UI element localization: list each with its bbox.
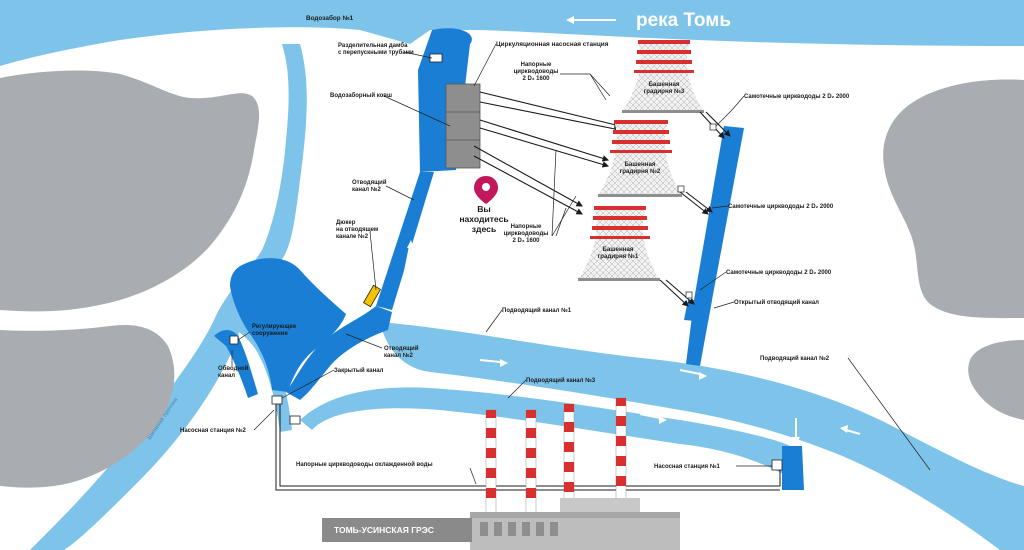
cooling-tower-2: Башенная градирня №2 — [598, 120, 682, 197]
label-culvert-1: Дюкер — [336, 220, 356, 226]
label-gravity2: Самотечные цирквододы 2 D₂ 2000 — [728, 204, 834, 210]
label-pump2: Насосная станция №2 — [180, 427, 247, 434]
culvert-structure — [362, 284, 382, 308]
label-pipes-mid-2: циркводоводы — [504, 231, 549, 237]
label-dam-1: Разделительная дамба — [338, 42, 408, 49]
supply-channel-3 — [300, 387, 790, 478]
tower-2-line2: градирня №2 — [620, 168, 661, 175]
label-regulator-2: сооружение — [252, 331, 288, 337]
label-outlet2-low-1: Отводящий — [384, 345, 419, 352]
label-dam-2: с перепускными трубами — [338, 49, 414, 56]
label-regulator-1: Регулирующее — [252, 324, 297, 330]
label-pipes-top-1: Напорные — [521, 62, 552, 68]
you-are-here-3: здесь — [472, 224, 496, 234]
label-bypass-2: канал — [218, 373, 235, 379]
label-outlet2-up-1: Отводящий — [352, 179, 387, 186]
label-pipes-top-3: 2 D₂ 1600 — [522, 76, 550, 82]
label-supply3: Подводящий канал №3 — [526, 377, 596, 384]
label-culvert-2: на отводящем — [336, 227, 379, 233]
pump-station-2-icon — [271, 395, 283, 405]
label-outlet2-up-2: канал №2 — [352, 186, 381, 193]
gravity-gate-2 — [677, 185, 685, 193]
gravity-gate-1 — [685, 291, 693, 299]
river-title: река Томь — [636, 10, 731, 31]
you-are-here-1: Вы — [477, 204, 491, 214]
label-outlet2-low-2: канал №2 — [384, 352, 413, 359]
label-culvert-3: канале №2 — [336, 233, 369, 240]
label-open-outlet: Открытый отводящий канал — [734, 299, 819, 306]
tower-3-line1: Башенная — [648, 81, 679, 88]
tower-2-line1: Башенная — [624, 161, 655, 168]
pump-station-2-intake-icon — [289, 415, 301, 425]
label-pipes-mid-3: 2 D₂ 1600 — [512, 238, 540, 244]
cooling-tower-1: Башенная градирня №1 — [578, 206, 660, 281]
terrain — [0, 70, 1024, 488]
label-gravity1: Самотечные цирквододы 2 D₂ 2000 — [726, 270, 832, 276]
circulation-pump-station — [445, 83, 481, 169]
label-bypass-1: Обводной — [218, 365, 249, 372]
label-closed-channel: Закрытый канал — [334, 367, 384, 374]
power-plant-building — [322, 498, 680, 550]
label-intake1: Водозабор №1 — [306, 14, 354, 22]
tower-1-line2: градирня №1 — [598, 253, 639, 260]
label-supply2: Подводящий канал №2 — [760, 355, 830, 362]
tower-1-line1: Башенная — [602, 246, 633, 253]
plant-name: ТОМЬ-УСИНСКАЯ ГРЭС — [334, 525, 434, 535]
label-intake-bucket: Водозаборный ковш — [330, 92, 392, 99]
location-pin-icon — [474, 176, 498, 204]
pressure-pipelines — [275, 400, 781, 491]
pressure-conduits — [473, 91, 622, 215]
label-pipes-mid-1: Напорные — [511, 224, 542, 230]
label-pump-circ: Циркуляционная насосная станция — [496, 41, 609, 48]
pump-station-1-icon — [771, 459, 783, 471]
dam-structure — [429, 53, 443, 63]
regulator-structure — [229, 335, 239, 345]
chimneys — [485, 397, 627, 515]
label-pump1: Насосная станция №1 — [654, 463, 721, 470]
flow-arrows — [401, 16, 861, 445]
gravity-gate-3 — [709, 123, 717, 131]
label-supply1: Подводящий канал №1 — [502, 307, 572, 314]
you-are-here-2: находитесь — [459, 214, 508, 224]
cooling-tower-3: Башенная градирня №3 — [622, 40, 704, 113]
dark-channels — [214, 28, 804, 490]
label-gravity3: Самотечные цирквододы 2 D₂ 2000 — [744, 94, 850, 100]
tower-3-line2: градирня №3 — [644, 88, 685, 95]
label-pressure-pipes: Напорные циркводоводы охлажденной воды — [296, 461, 433, 468]
label-pipes-top-2: циркводоводы — [514, 69, 559, 75]
